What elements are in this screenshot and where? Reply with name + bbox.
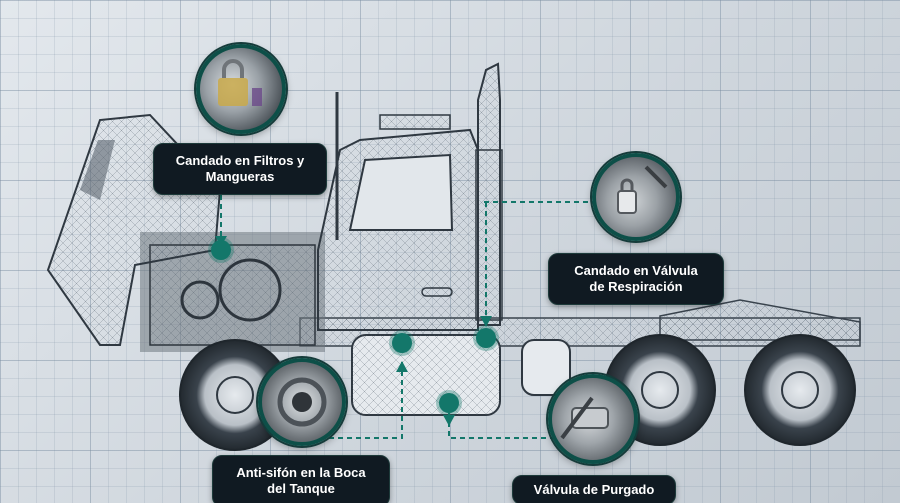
callout-purge: Válvula de Purgado <box>512 475 676 503</box>
fuel-cap-icon <box>277 377 327 427</box>
callout-breather: Candado en Válvula de Respiración <box>548 253 724 305</box>
fuel-tank-secondary <box>521 339 571 396</box>
callout-filters-text: Candado en Filtros y Mangueras <box>175 153 305 184</box>
photo-purge <box>548 374 638 464</box>
callout-filters: Candado en Filtros y Mangueras <box>153 143 327 195</box>
connector-antisiphon <box>320 360 403 439</box>
arrow-antisiphon <box>396 361 408 372</box>
callout-purge-text: Válvula de Purgado <box>533 482 655 497</box>
arrow-purge <box>443 415 455 426</box>
marker-filters[interactable] <box>211 240 231 260</box>
callout-antisiphon: Anti-sifón en la Boca del Tanque <box>212 455 390 503</box>
marker-breather[interactable] <box>476 328 496 348</box>
purge-valve-icon <box>560 396 609 440</box>
marker-purge[interactable] <box>439 393 459 413</box>
marker-antisiphon[interactable] <box>392 333 412 353</box>
photo-antisiphon <box>258 358 346 446</box>
callout-breather-text: Candado en Válvula de Respiración <box>574 263 698 294</box>
rear-wheel-2 <box>744 334 856 446</box>
exhaust-stack <box>475 62 503 326</box>
photo-filters <box>196 44 286 134</box>
valve-icon <box>617 165 668 214</box>
callout-antisiphon-text: Anti-sifón en la Boca del Tanque <box>236 465 366 496</box>
padlock-icon <box>218 59 262 106</box>
photo-breather <box>592 153 680 241</box>
fuel-tank-main <box>351 334 501 416</box>
cab <box>317 92 479 331</box>
arrow-breather <box>480 316 492 327</box>
